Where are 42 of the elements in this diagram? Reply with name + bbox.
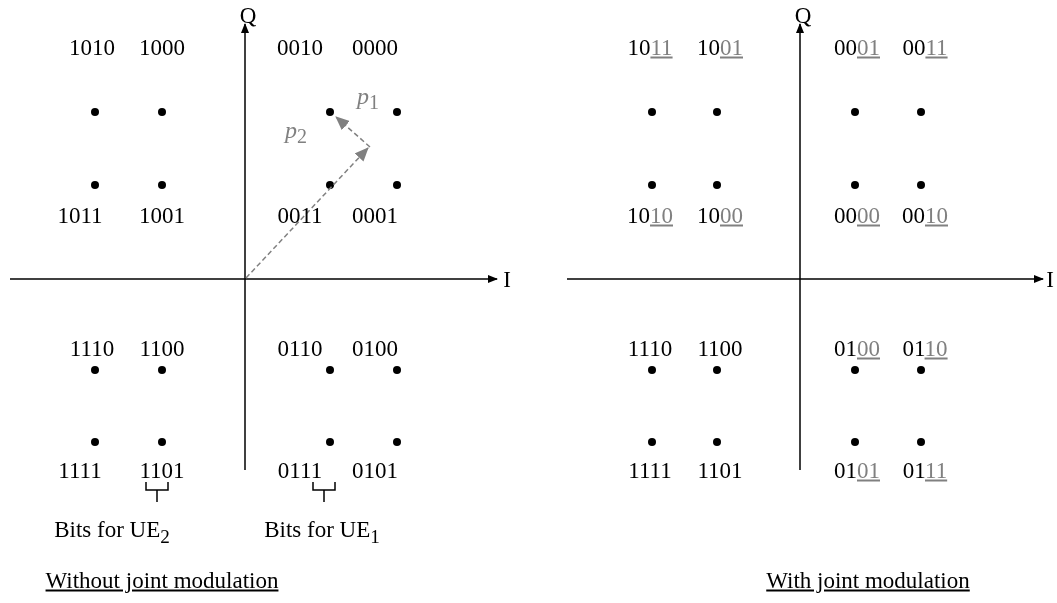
bit-label: 0101 <box>834 458 880 482</box>
bit-label: 0001 <box>834 35 880 59</box>
bit-label: 0010 <box>277 35 323 59</box>
bit-label: 0111 <box>277 458 323 482</box>
bit-label: 1100 <box>697 336 743 360</box>
bit-label: 0000 <box>834 203 880 227</box>
bit-label: 1010 <box>69 35 115 59</box>
bit-label: 0111 <box>902 458 948 482</box>
bit-label: 1000 <box>697 203 743 227</box>
bit-label: 0101 <box>352 458 398 482</box>
bit-label: 1110 <box>69 336 115 360</box>
bit-label: 0011 <box>277 203 323 227</box>
vector-label: p$_{2}$ <box>285 117 307 147</box>
bit-label: 1010 <box>627 203 673 227</box>
axis-label: Q <box>239 3 257 27</box>
bit-label: 0100 <box>834 336 880 360</box>
bit-label: 1101 <box>139 458 185 482</box>
bit-label: 0110 <box>902 336 948 360</box>
bit-label: 0011 <box>902 35 948 59</box>
bit-label: 1101 <box>697 458 743 482</box>
bit-label: 1000 <box>139 35 185 59</box>
bit-label: 1001 <box>697 35 743 59</box>
vector-label: p$_{1}$ <box>357 83 379 113</box>
bit-label: 1011 <box>57 203 103 227</box>
bit-label: 0000 <box>352 35 398 59</box>
axis-label: I <box>503 267 511 291</box>
panel-caption: With joint modulation <box>766 568 970 592</box>
bit-label: 1110 <box>627 336 673 360</box>
bit-label: 1011 <box>627 35 673 59</box>
annotation-text: Bits for UE$_{1}$ <box>264 518 380 546</box>
bit-label: 0110 <box>277 336 323 360</box>
axis-label: I <box>1046 267 1054 291</box>
bit-label: 0001 <box>352 203 398 227</box>
bit-label: 1111 <box>58 458 102 482</box>
bit-label: 0010 <box>902 203 948 227</box>
axis-label: Q <box>794 3 812 27</box>
panel-caption: Without joint modulation <box>45 568 279 592</box>
bit-label: 0100 <box>352 336 398 360</box>
bit-label: 1001 <box>139 203 185 227</box>
annotation-text: Bits for UE$_{2}$ <box>54 518 170 546</box>
bit-label: 1100 <box>139 336 185 360</box>
bit-label: 1111 <box>628 458 672 482</box>
